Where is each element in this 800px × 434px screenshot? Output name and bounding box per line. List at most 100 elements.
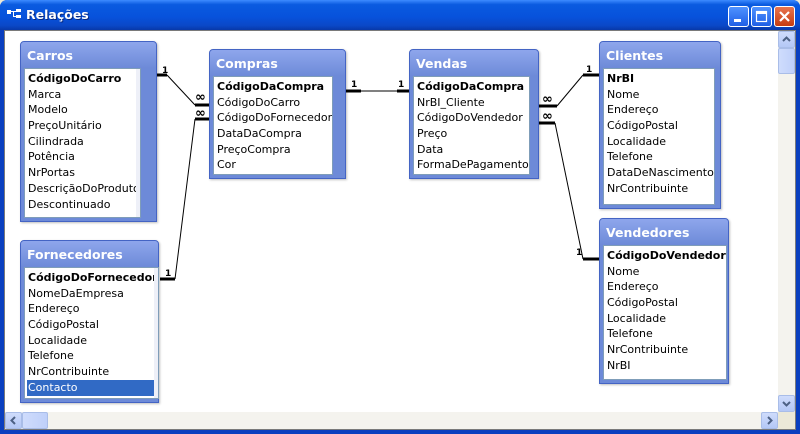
field-item[interactable]: Modelo: [28, 103, 68, 117]
field-item[interactable]: CódigoDoFornecedor: [28, 271, 158, 284]
field-item[interactable]: DescriçãoDoProduto: [28, 181, 140, 195]
field-item[interactable]: Potência: [28, 150, 75, 164]
field-item[interactable]: Localidade: [607, 311, 667, 325]
field-item[interactable]: NomeDaEmpresa: [28, 286, 124, 300]
table-title[interactable]: Clientes: [600, 42, 720, 68]
field-item[interactable]: PreçoUnitário: [28, 119, 102, 133]
many-label: ∞: [542, 109, 553, 124]
table-title[interactable]: Vendedores: [600, 219, 728, 245]
field-item[interactable]: CódigoDoVendedor: [607, 249, 726, 262]
relationship-carros-compras[interactable]: 1 ∞: [154, 66, 209, 107]
relationship-vendas-clientes[interactable]: ∞ 1: [539, 65, 599, 108]
field-item[interactable]: CódigoDoCarro: [217, 95, 301, 109]
minimize-icon: [734, 19, 741, 22]
field-list-scrollbar[interactable]: [135, 69, 140, 217]
relationships-pane: 1 ∞ 1 ∞ 1 1: [4, 30, 796, 430]
field-item[interactable]: Endereço: [607, 280, 659, 294]
scroll-left-button[interactable]: [5, 412, 22, 429]
chevron-left-icon: [10, 416, 16, 425]
relationship-vendas-vendedores[interactable]: ∞ 1: [539, 109, 599, 261]
scroll-down-button[interactable]: [778, 395, 795, 412]
field-item[interactable]: CódigoDoFornecedor: [217, 111, 333, 125]
chevron-up-icon: [782, 36, 791, 42]
field-item[interactable]: Cilindrada: [28, 134, 84, 148]
field-item[interactable]: Localidade: [607, 134, 667, 148]
table-title[interactable]: Carros: [21, 42, 156, 68]
many-label: ∞: [542, 92, 553, 107]
field-item[interactable]: Telefone: [607, 150, 653, 164]
field-item[interactable]: Data: [417, 142, 444, 156]
one-label: 1: [165, 269, 171, 279]
title-bar[interactable]: Relações: [0, 0, 800, 30]
field-item[interactable]: FormaDePagamento: [417, 158, 529, 172]
table-title[interactable]: Fornecedores: [21, 241, 158, 267]
field-item[interactable]: Cor: [217, 158, 236, 172]
chevron-down-icon: [782, 401, 791, 407]
field-item[interactable]: Nome: [607, 264, 640, 278]
field-item[interactable]: NrPortas: [28, 166, 76, 180]
scroll-up-button[interactable]: [778, 31, 795, 48]
field-item[interactable]: Preço: [417, 127, 448, 141]
maximize-button[interactable]: [751, 6, 772, 27]
field-item[interactable]: CódigoPostal: [607, 296, 678, 310]
minimize-button[interactable]: [728, 6, 749, 27]
field-item[interactable]: Localidade: [28, 333, 88, 347]
field-item[interactable]: Contacto: [27, 379, 158, 396]
vertical-scroll-thumb[interactable]: [778, 48, 795, 74]
one-label: 1: [398, 80, 404, 90]
field-item[interactable]: NrContribuinte: [28, 365, 110, 379]
field-item[interactable]: Marca: [28, 87, 62, 101]
scroll-right-button[interactable]: [761, 412, 778, 429]
field-item[interactable]: DataDaCompra: [217, 127, 302, 141]
field-list-scrollbar[interactable]: [153, 268, 158, 398]
field-item[interactable]: NrContribuinte: [607, 181, 689, 195]
field-item[interactable]: NrBI_Cliente: [417, 95, 485, 109]
field-item[interactable]: DataDeNascimento: [607, 166, 714, 180]
field-item[interactable]: Descontinuado: [28, 197, 111, 211]
field-item[interactable]: NrContribuinte: [607, 343, 689, 357]
vertical-scrollbar[interactable]: [778, 31, 795, 412]
relationship-compras-vendas[interactable]: 1 1: [346, 80, 409, 93]
relationships-canvas[interactable]: 1 ∞ 1 ∞ 1 1: [5, 31, 778, 412]
field-item[interactable]: Nome: [607, 87, 640, 101]
maximize-icon: [755, 10, 768, 23]
scrollbar-corner: [778, 412, 795, 429]
field-item[interactable]: NrBI: [607, 358, 631, 372]
field-item[interactable]: CódigoDaCompra: [217, 80, 325, 93]
horizontal-scroll-thumb[interactable]: [22, 412, 48, 429]
table-title[interactable]: Compras: [210, 50, 345, 76]
field-item[interactable]: Telefone: [607, 327, 653, 341]
one-label: 1: [162, 66, 168, 76]
field-item[interactable]: PreçoCompra: [217, 142, 291, 156]
table-title[interactable]: Vendas: [410, 50, 538, 76]
field-item[interactable]: CódigoDaCompra: [417, 80, 525, 93]
field-item[interactable]: Endereço: [28, 302, 80, 316]
field-item[interactable]: NrBI: [607, 72, 635, 85]
relationship-fornecedores-compras[interactable]: 1 ∞: [160, 106, 209, 281]
field-item[interactable]: Telefone: [28, 349, 74, 363]
close-button[interactable]: [774, 6, 795, 27]
field-item[interactable]: CódigoDoVendedor: [417, 111, 523, 125]
field-item[interactable]: CódigoPostal: [607, 119, 678, 133]
field-item[interactable]: CódigoDoCarro: [28, 72, 122, 85]
field-item[interactable]: Endereço: [607, 103, 659, 117]
field-item[interactable]: CódigoPostal: [28, 318, 99, 332]
horizontal-scrollbar[interactable]: [5, 412, 778, 429]
